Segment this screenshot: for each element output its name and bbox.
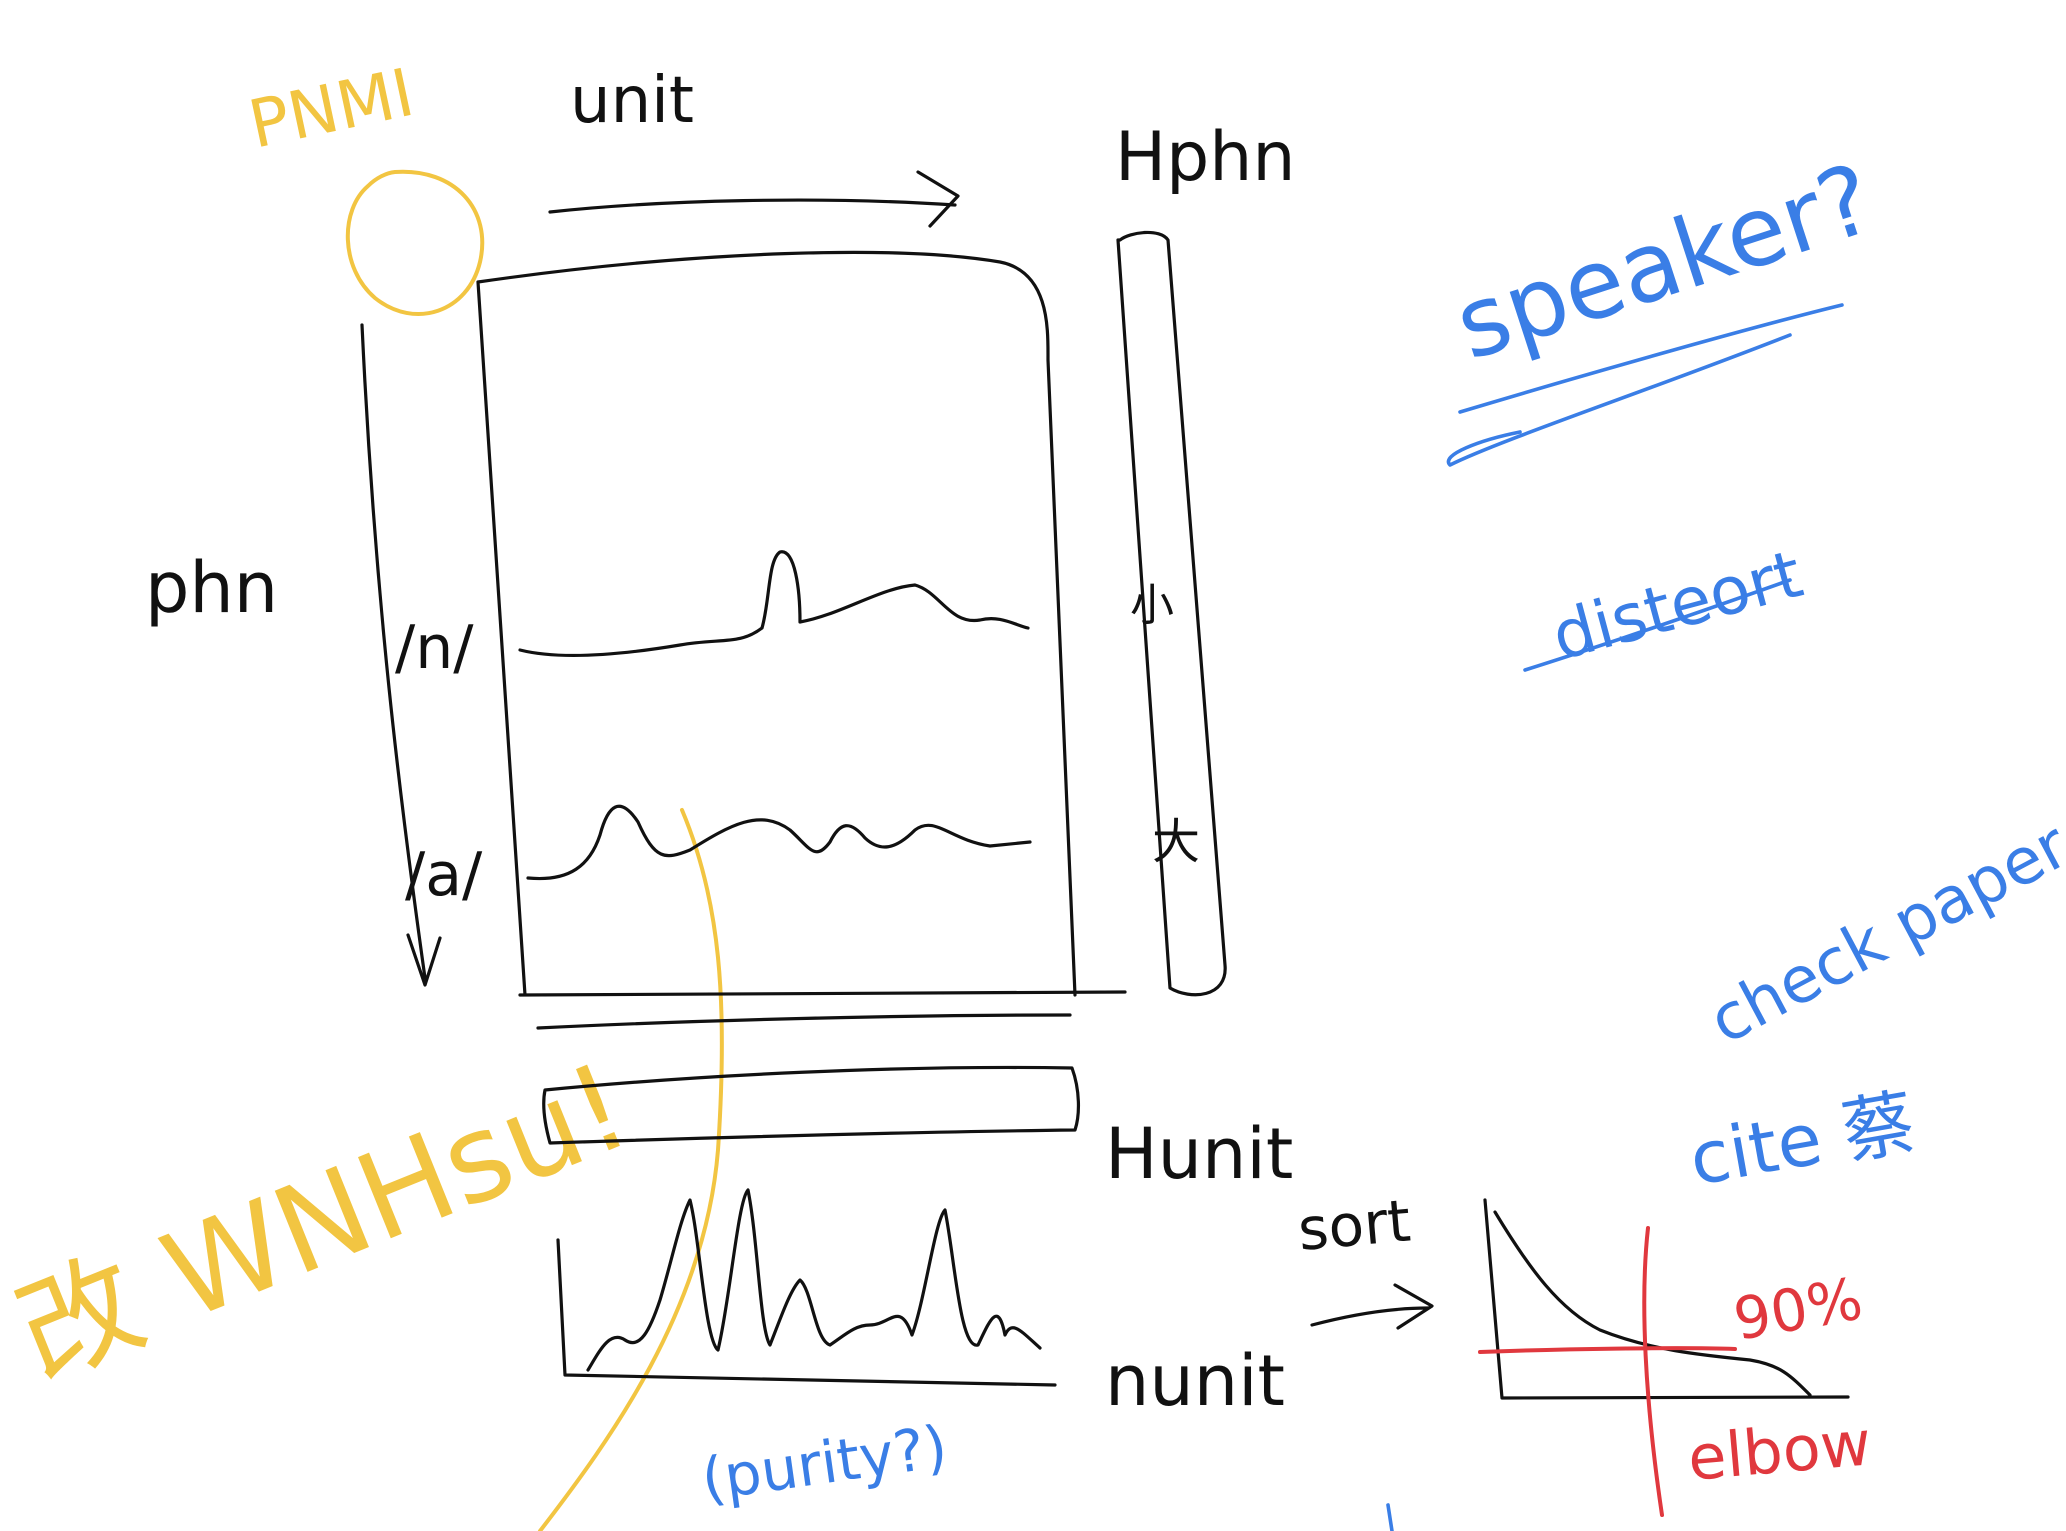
speaker-underline bbox=[1446, 303, 1844, 467]
pnmi-pointer-line bbox=[538, 808, 724, 1531]
h-phn-big-mark: 大 bbox=[1152, 814, 1200, 870]
matrix-bottom-brace bbox=[536, 1013, 1072, 1030]
pnmi-label: PNMI bbox=[242, 54, 420, 164]
matrix-box bbox=[476, 250, 1127, 997]
phn-axis-label: phn bbox=[145, 547, 278, 629]
blue-stroke-fragment bbox=[1386, 1503, 1394, 1531]
pnmi-circle-icon bbox=[345, 169, 485, 316]
distort-note: disteort bbox=[1544, 535, 1810, 675]
n-unit-label: nunit bbox=[1105, 1340, 1285, 1422]
purity-note: (purity?) bbox=[697, 1412, 951, 1514]
speaker-note: speaker? bbox=[1442, 142, 1886, 382]
elbow-threshold-horizontal bbox=[1478, 1346, 1737, 1354]
n-unit-histogram-curve bbox=[586, 1188, 1042, 1372]
elbow-label: elbow bbox=[1685, 1406, 1874, 1495]
h-unit-label: Hunit bbox=[1105, 1113, 1293, 1195]
n-unit-axes bbox=[556, 1238, 1057, 1387]
note-wnhsu: 改 WNHsu! bbox=[0, 1037, 647, 1407]
h-phn-label: Hphn bbox=[1115, 118, 1296, 197]
h-unit-row bbox=[542, 1065, 1081, 1145]
phone-a-label: /a/ bbox=[405, 840, 483, 910]
elbow-plot-curve bbox=[1493, 1210, 1812, 1397]
unit-arrow-right-icon bbox=[548, 170, 960, 228]
distort-strikethrough bbox=[1523, 578, 1792, 672]
cite-note: cite 蔡 bbox=[1683, 1080, 1921, 1202]
phone-a-distribution-curve bbox=[526, 804, 1032, 881]
phone-n-distribution-curve bbox=[518, 550, 1030, 658]
sort-label: sort bbox=[1295, 1186, 1413, 1264]
unit-axis-label: unit bbox=[570, 64, 694, 138]
check-paper-note: check paper bbox=[1698, 809, 2066, 1060]
percent-annotation: 90% bbox=[1729, 1264, 1868, 1353]
phn-arrow-down-icon bbox=[360, 323, 442, 987]
h-phn-column bbox=[1116, 230, 1227, 997]
sort-arrow-right-icon bbox=[1310, 1283, 1434, 1330]
phone-n-label: /n/ bbox=[395, 613, 474, 683]
elbow-threshold-vertical bbox=[1642, 1226, 1664, 1517]
elbow-plot-axes bbox=[1483, 1198, 1850, 1400]
h-phn-small-mark: 小 bbox=[1130, 580, 1174, 631]
